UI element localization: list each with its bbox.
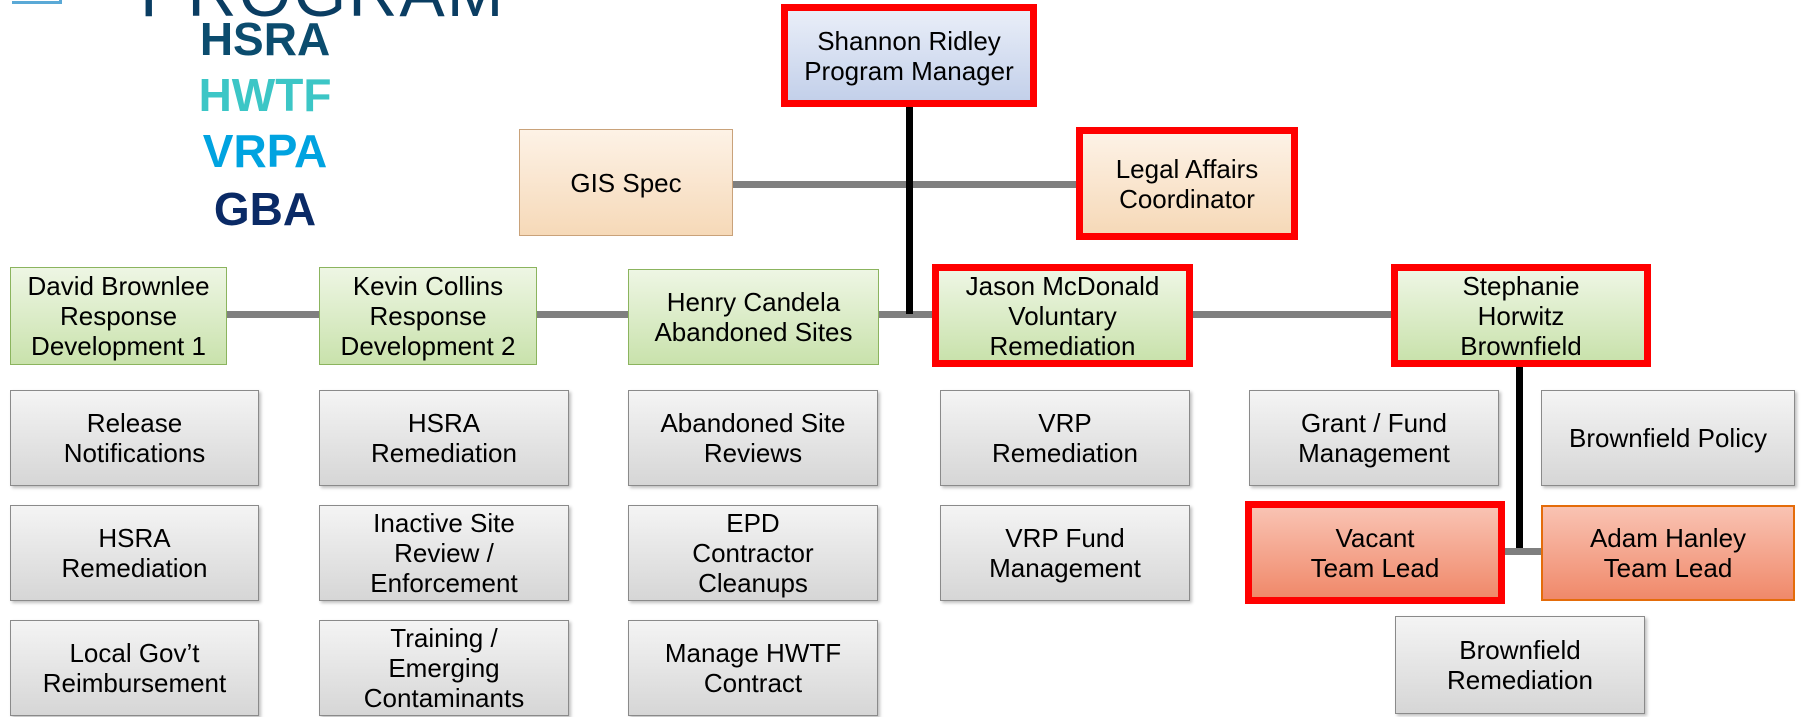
legal-affairs-label: Legal Affairs Coordinator (1115, 153, 1259, 214)
team-lead-label: Stephanie Horwitz Brownfield (1460, 270, 1582, 361)
team-lead-label: David Brownlee Response Development 1 (27, 271, 210, 361)
unit-label: Brownfield Remediation (1447, 635, 1593, 695)
unit-label: Release Notifications (63, 408, 206, 468)
unit-label: Abandoned Site Reviews (660, 408, 846, 468)
gis-spec-box: GIS Spec (519, 129, 733, 236)
vacant-team-lead-box: Vacant Team Lead (1245, 501, 1505, 604)
logo-acronym-hsra: HSRA (199, 13, 331, 65)
team-lead-label: Jason McDonald Voluntary Remediation (965, 270, 1160, 361)
unit-label: HSRA Remediation (371, 408, 517, 468)
staff-connector-line (730, 181, 1080, 188)
unit-release-notifications: Release Notifications (10, 390, 259, 486)
unit-vrp-fund-management: VRP Fund Management (940, 505, 1190, 601)
unit-grant-fund-management: Grant / Fund Management (1249, 390, 1499, 486)
team-lead-voluntary-remediation: Jason McDonald Voluntary Remediation (932, 264, 1193, 367)
subteam-label: Vacant Team Lead (1310, 522, 1440, 583)
team-lead-abandoned-sites: Henry Candela Abandoned Sites (628, 269, 879, 365)
unit-label: Brownfield Policy (1569, 423, 1767, 453)
logo-acronym-gba: GBA (213, 183, 317, 235)
unit-inactive-site-review: Inactive Site Review / Enforcement (319, 505, 569, 601)
unit-label: VRP Remediation (992, 408, 1138, 468)
unit-abandoned-site-reviews: Abandoned Site Reviews (628, 390, 878, 486)
unit-label: Training / Emerging Contaminants (363, 623, 525, 713)
unit-vrp-remediation: VRP Remediation (940, 390, 1190, 486)
unit-local-gov-reimbursement: Local Gov’t Reimbursement (10, 620, 259, 716)
manager-vertical-line (906, 104, 913, 314)
program-heading: PROGRAM (140, 0, 505, 32)
team-lead-response-2: Kevin Collins Response Development 2 (319, 267, 537, 365)
unit-label: Manage HWTF Contract (664, 638, 842, 698)
unit-brownfield-remediation: Brownfield Remediation (1395, 616, 1645, 714)
team-lead-response-1: David Brownlee Response Development 1 (10, 267, 227, 365)
logo-acronym-vrpa: VRPA (202, 125, 328, 177)
unit-label: HSRA Remediation (61, 523, 208, 583)
team-lead-label: Kevin Collins Response Development 2 (340, 271, 516, 361)
unit-brownfield-policy: Brownfield Policy (1541, 390, 1795, 486)
unit-label: Local Gov’t Reimbursement (42, 638, 227, 698)
team-lead-brownfield: Stephanie Horwitz Brownfield (1391, 264, 1651, 367)
logo-acronym-hwtf: HWTF (198, 69, 332, 121)
unit-label: VRP Fund Management (989, 523, 1141, 583)
gis-spec-label: GIS Spec (570, 167, 682, 198)
adam-hanley-team-lead-box: Adam Hanley Team Lead (1541, 505, 1795, 601)
unit-epd-contractor-cleanups: EPD Contractor Cleanups (628, 505, 878, 601)
unit-label: Inactive Site Review / Enforcement (370, 508, 518, 598)
subteam-label: Adam Hanley Team Lead (1589, 523, 1747, 583)
unit-hsra-remediation: HSRA Remediation (319, 390, 569, 486)
brownfield-vertical-line (1516, 365, 1523, 555)
subteam-connector-line (1502, 548, 1542, 555)
unit-label: Grant / Fund Management (1298, 408, 1450, 468)
team-lead-label: Henry Candela Abandoned Sites (654, 287, 853, 347)
unit-label: EPD Contractor Cleanups (692, 508, 814, 598)
legal-affairs-box: Legal Affairs Coordinator (1076, 127, 1298, 240)
unit-training-emerging-contaminants: Training / Emerging Contaminants (319, 620, 569, 716)
logo-mark-icon (12, 0, 62, 4)
unit-hsra-remediation: HSRA Remediation (10, 505, 259, 601)
unit-manage-hwtf-contract: Manage HWTF Contract (628, 620, 878, 716)
